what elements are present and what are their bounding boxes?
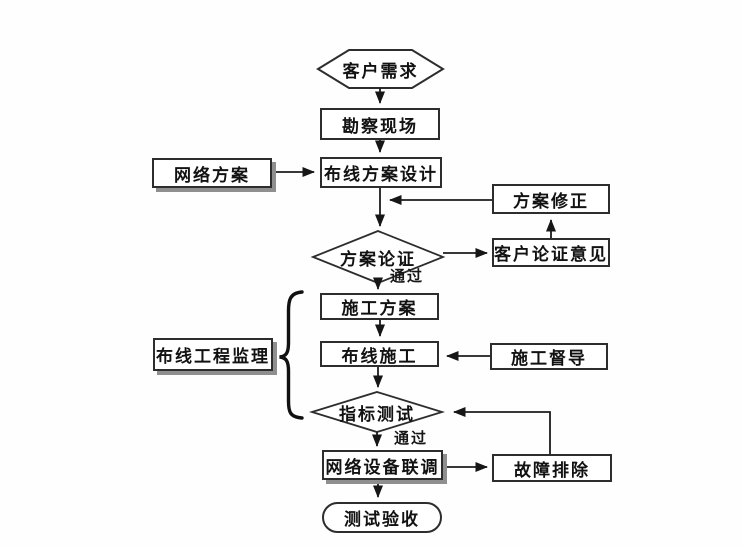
node-cabling-design: 布线方案设计 <box>320 157 442 188</box>
node-site-survey: 勘察现场 <box>320 108 440 140</box>
edge-label-pass-test: 通过 <box>394 429 429 447</box>
node-cabling-construction: 布线施工 <box>320 341 439 367</box>
node-plan-review-label: 方案论证 <box>340 249 416 270</box>
edge-label-pass-review: 通过 <box>390 267 425 285</box>
node-cabling-project-supervision: 布线工程监理 <box>153 338 273 371</box>
node-index-test-label: 指标测试 <box>339 404 415 425</box>
node-network-plan: 网络方案 <box>152 158 272 188</box>
node-construction-plan: 施工方案 <box>320 293 439 320</box>
customer-demand-hexagon <box>316 49 445 89</box>
node-plan-revision: 方案修正 <box>492 184 610 214</box>
supervision-brace <box>279 290 304 420</box>
node-customer-review-opinion: 客户论证意见 <box>492 238 610 267</box>
node-customer-demand-label: 客户需求 <box>342 61 419 82</box>
index-test-diamond <box>308 391 446 433</box>
arrow-guzhang-to-test <box>453 407 551 454</box>
node-construction-supervision: 施工督导 <box>490 343 608 370</box>
node-troubleshooting: 故障排除 <box>492 454 612 482</box>
node-equipment-joint-debugging: 网络设备联调 <box>322 450 443 480</box>
plan-review-diamond <box>310 230 446 284</box>
node-test-acceptance: 测试验收 <box>322 502 442 533</box>
